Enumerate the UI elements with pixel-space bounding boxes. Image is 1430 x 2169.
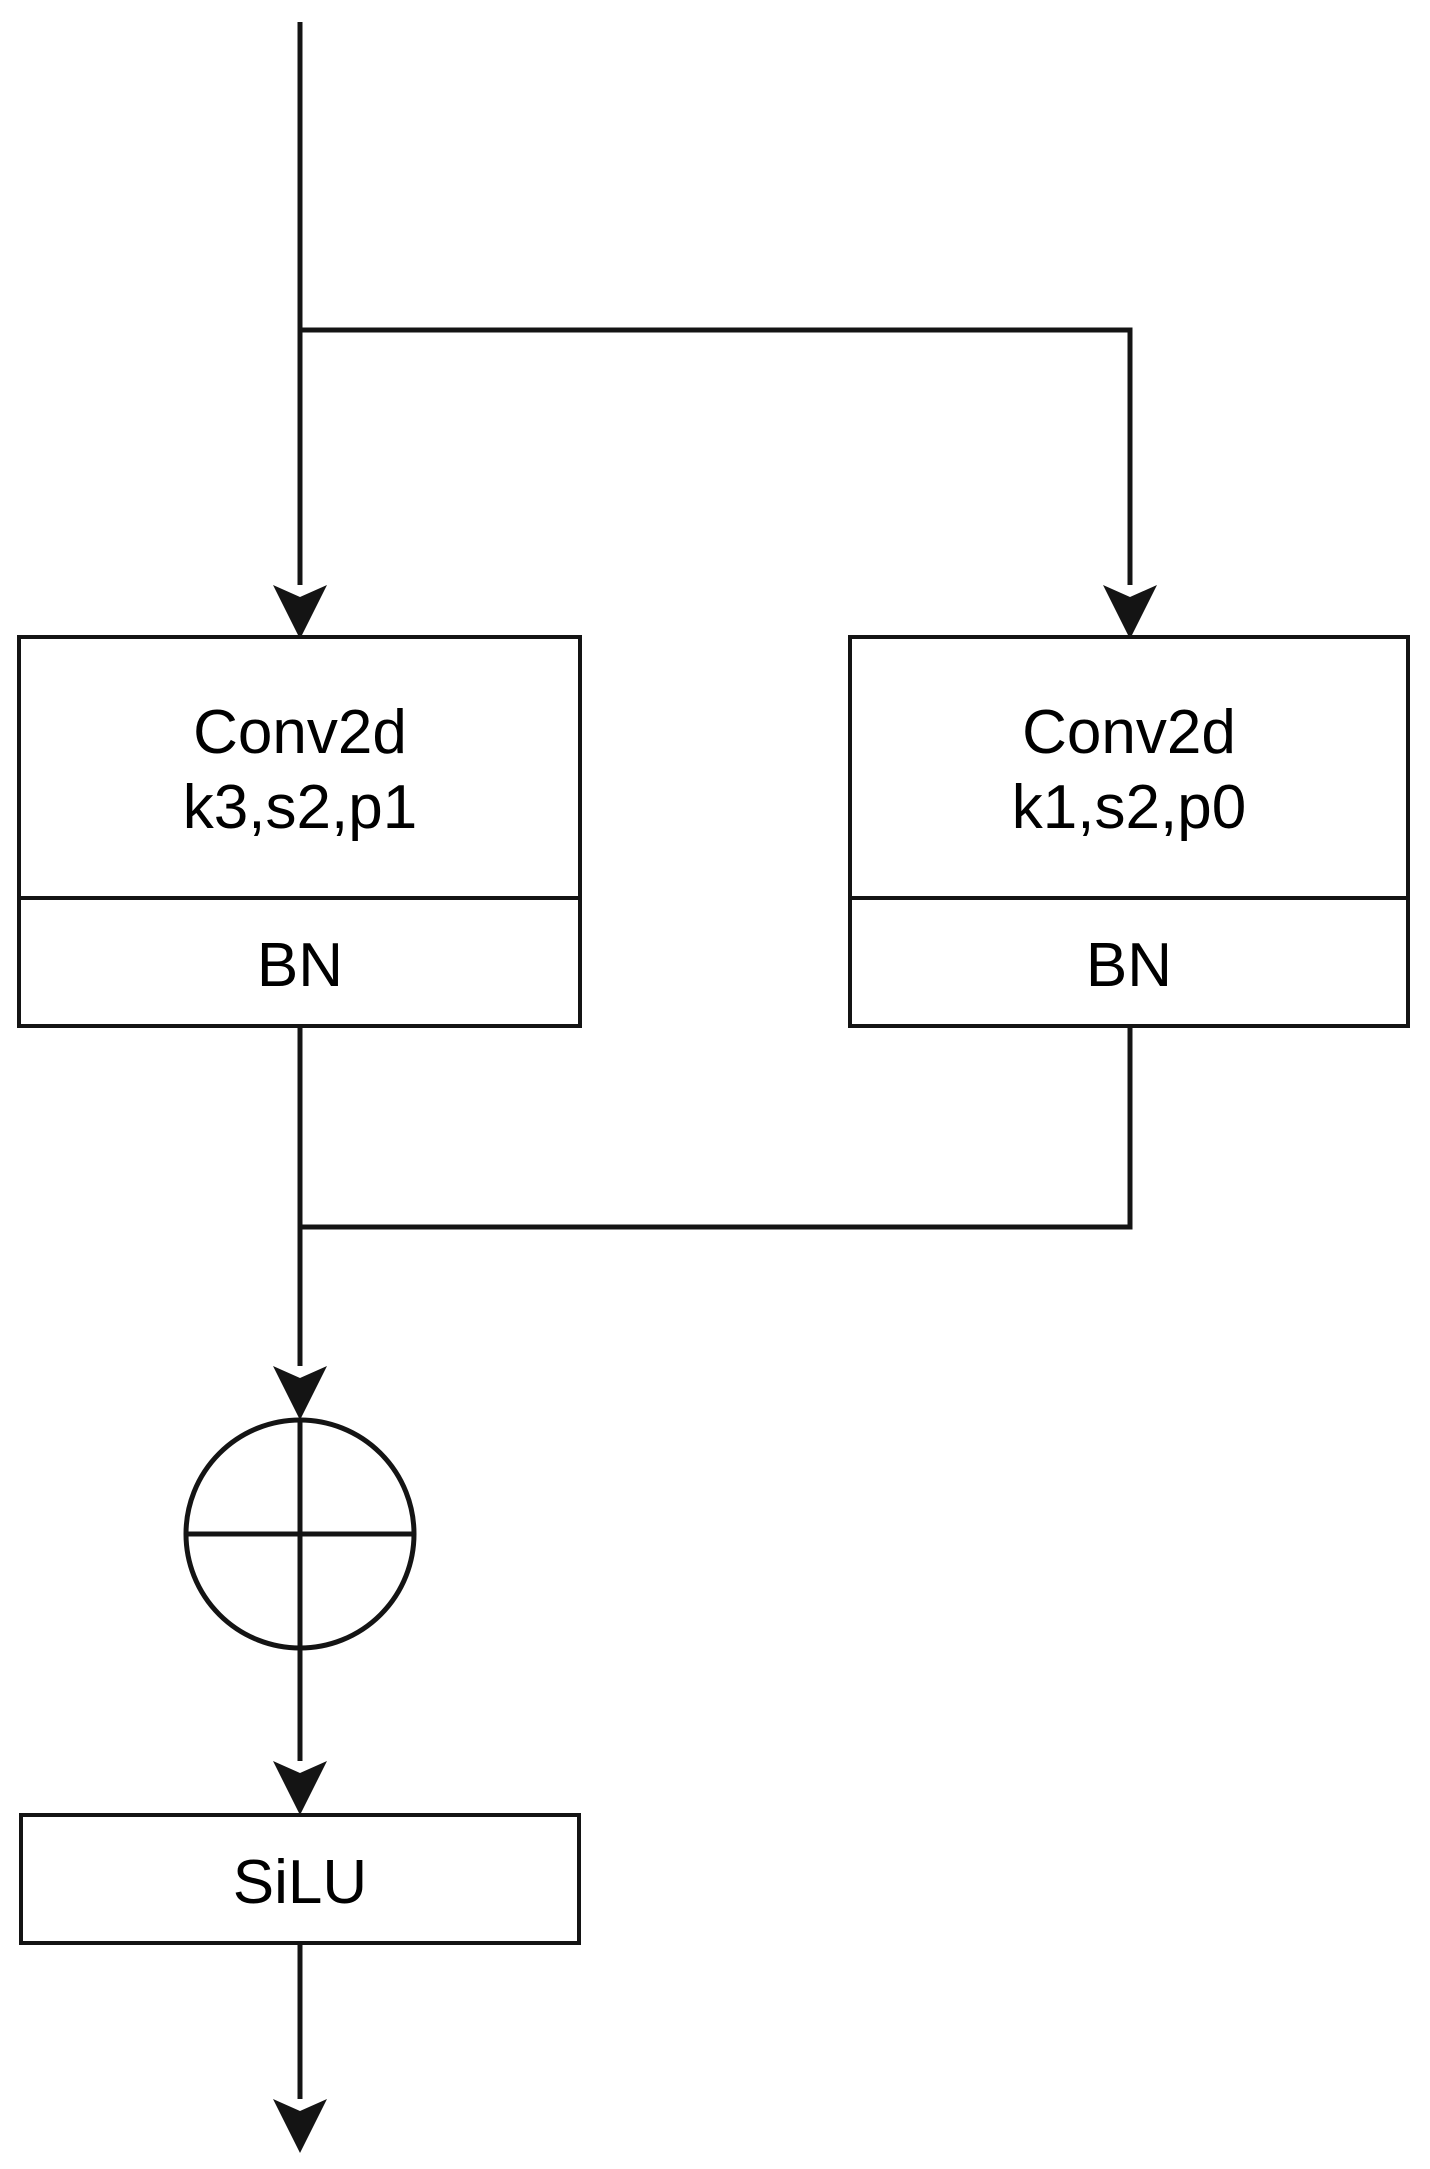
conv-k3-box — [17, 635, 582, 1028]
conv-k3-block: Conv2d k3,s2,p1 BN — [17, 635, 582, 1028]
arrowhead-icon — [273, 2099, 327, 2153]
arrowhead-icon — [273, 585, 327, 639]
conv-k1-title: Conv2d — [1022, 698, 1236, 767]
merge-connector — [273, 1026, 1133, 1420]
conv-k3-norm: BN — [257, 931, 343, 1000]
conv-k1-norm: BN — [1086, 931, 1172, 1000]
arrowhead-icon — [1103, 585, 1157, 639]
conv-k1-params: k1,s2,p0 — [1012, 773, 1246, 842]
output-arrow — [273, 1943, 327, 2153]
conv-k3-params: k3,s2,p1 — [183, 773, 417, 842]
add-circle-icon — [183, 1417, 417, 1651]
silu-block: SiLU — [19, 1813, 581, 1945]
arrowhead-icon — [273, 1366, 327, 1420]
conv-k1-box — [848, 635, 1410, 1028]
input-arrow — [273, 22, 327, 639]
conv-k1-block: Conv2d k1,s2,p0 BN — [848, 635, 1410, 1028]
conv-k3-title: Conv2d — [193, 698, 407, 767]
arrowhead-icon — [273, 1761, 327, 1815]
silu-label: SiLU — [233, 1848, 367, 1917]
branch-connector — [300, 327, 1157, 639]
add-to-silu-connector — [273, 1648, 327, 1815]
